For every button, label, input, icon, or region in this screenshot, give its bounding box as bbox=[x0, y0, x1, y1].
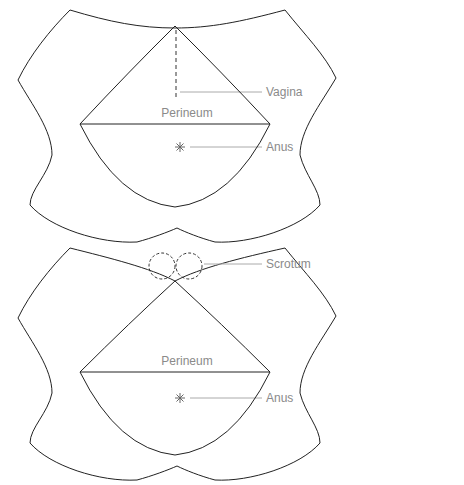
region-label: Perineum bbox=[160, 354, 213, 368]
leader-line bbox=[190, 147, 262, 148]
part-label: Vagina bbox=[266, 85, 302, 99]
leader-line bbox=[180, 92, 262, 93]
anus-mark bbox=[175, 393, 185, 403]
scrotum-circle bbox=[149, 253, 175, 279]
leader-line bbox=[204, 264, 262, 265]
part-label: Anus bbox=[266, 391, 293, 405]
female-pelvis-outline bbox=[18, 10, 336, 242]
anus-mark bbox=[175, 142, 185, 152]
perineum-region: Perineum bbox=[80, 26, 270, 207]
leader-line bbox=[190, 398, 262, 399]
perineum-outline bbox=[80, 281, 270, 455]
part-label: Anus bbox=[266, 140, 293, 154]
male-pelvis-outline bbox=[18, 248, 336, 480]
scrotum-circle bbox=[176, 253, 202, 279]
region-label: Perineum bbox=[160, 106, 213, 120]
perineum-region: Perineum bbox=[80, 281, 270, 455]
part-label: Scrotum bbox=[266, 257, 311, 271]
vagina-dashed-line bbox=[176, 30, 177, 100]
